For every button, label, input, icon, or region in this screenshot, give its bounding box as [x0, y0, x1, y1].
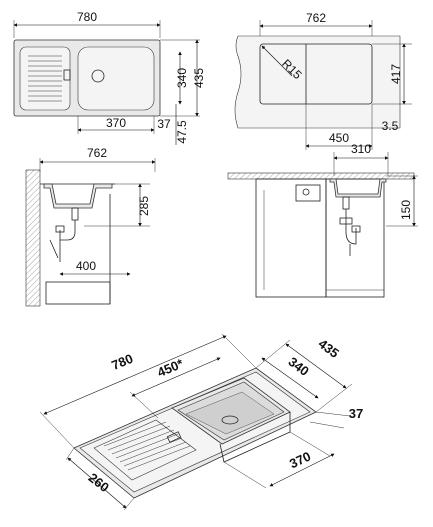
sink-section	[329, 178, 387, 198]
top-width-label: 780	[77, 10, 97, 24]
cutout-rect	[259, 43, 373, 105]
side-view-left: 762 285 400	[25, 146, 156, 307]
cutout-view: 762 R15 417 450 3.5	[234, 11, 412, 150]
wall	[25, 169, 41, 307]
iso-length-label: 780	[109, 351, 135, 373]
cabinet-right	[325, 178, 385, 298]
outer-height-label: 435	[192, 68, 206, 88]
iso-bowl-length-label: 450*	[155, 355, 186, 380]
iso-bowl-front-label: 370	[287, 449, 313, 472]
cutout-height-label: 417	[389, 64, 403, 84]
bowl-top	[77, 46, 155, 111]
iso-bowl-width-label: 340	[286, 354, 312, 379]
cabinet-left	[255, 178, 327, 298]
cutout-width-label: 762	[306, 11, 326, 25]
right-margin-label: 37	[157, 117, 171, 131]
bottom-margin-label: 47.5	[175, 120, 189, 144]
iso-view: 780 450* 435 340 37 370 260	[39, 333, 363, 511]
side-right-width-label: 310	[351, 142, 371, 156]
side-left-height-label: 285	[137, 196, 151, 216]
side-right-depth-label: 150	[399, 200, 413, 220]
drainer-ribs	[28, 55, 62, 102]
top-view: 780 340 435 370	[13, 10, 206, 145]
drain-hole	[91, 69, 105, 83]
side-view-right: 310 150	[227, 142, 418, 298]
sink-profile	[43, 183, 113, 209]
iso-width-label: 435	[316, 336, 342, 361]
countertop	[234, 35, 401, 129]
iso-margin-label: 37	[349, 406, 363, 421]
side-left-width-label: 762	[87, 146, 107, 160]
overflow-slot	[63, 69, 71, 81]
drainer-area	[19, 46, 71, 111]
bowl-width-label: 370	[106, 116, 126, 130]
drain-position-label: 400	[76, 259, 96, 273]
cabinet-base	[45, 281, 111, 305]
edge-label: 3.5	[382, 119, 399, 133]
inner-height-label: 340	[175, 68, 189, 88]
offset-label: 450	[329, 131, 349, 145]
